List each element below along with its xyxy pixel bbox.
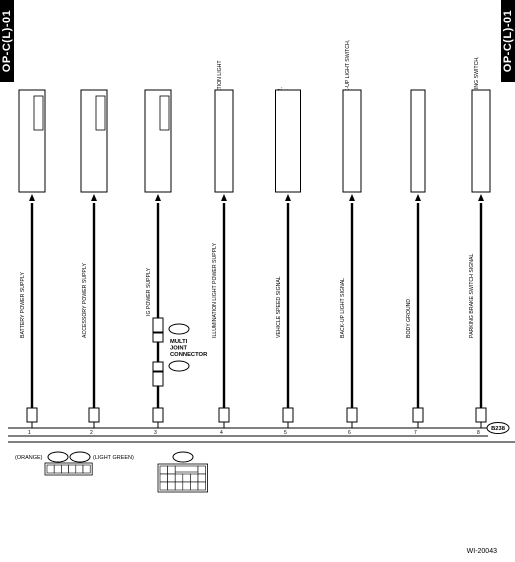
wire-color-tag <box>412 407 424 423</box>
wire-color-tag <box>346 407 358 423</box>
joint-label-line: CONNECTOR <box>170 352 208 358</box>
wire-color-tag <box>26 407 38 423</box>
pin-number: 7 <box>414 430 417 436</box>
legend-pin-cell <box>197 465 206 475</box>
legend-pin-cell <box>68 464 77 474</box>
signal-label: ILLUMINATION LIGHT POWER SUPPLY <box>212 242 218 338</box>
legend-pin-cell <box>46 464 55 474</box>
legend-pin-cell <box>159 465 168 475</box>
reference-box <box>342 89 362 193</box>
figure-id: WI-20043 <box>466 548 497 555</box>
connector-id-oval-bottom <box>168 360 190 372</box>
joint-wire-tag-top <box>152 317 164 333</box>
fuse-block-box <box>159 95 170 131</box>
arrow-icon <box>155 194 161 201</box>
reference-box <box>275 89 301 193</box>
arrow-icon <box>285 194 291 201</box>
connector-id-oval-top <box>168 323 190 335</box>
arrow-icon <box>221 194 227 201</box>
legend-oval-b <box>69 451 91 463</box>
legend-pin-cell <box>174 481 184 491</box>
joint-pin-box-top <box>152 332 164 343</box>
signal-label: PARKING BRAKE SWITCH SIGNAL <box>469 254 475 338</box>
joint-wire-tag-bottom <box>152 371 164 387</box>
wire-color-tag <box>475 407 487 423</box>
legend-pin-cell <box>167 465 176 475</box>
connector-id-main: B238 <box>491 426 506 432</box>
legend-pin-cell <box>182 481 191 491</box>
legend-pin-cell <box>190 481 199 491</box>
wire-color-tag <box>152 407 164 423</box>
signal-label: BODY GROUND <box>406 299 412 338</box>
legend-oval-a <box>47 451 69 463</box>
signal-label: IG POWER SUPPLY <box>146 267 152 316</box>
fuse-block-box <box>95 95 106 131</box>
legend-face-outline-left <box>44 462 93 476</box>
legend-pin-cell <box>53 464 62 474</box>
pin-number: 3 <box>154 430 157 436</box>
wire-color-tag <box>88 407 100 423</box>
wire-color-tag <box>218 407 230 423</box>
arrow-icon <box>29 194 35 201</box>
reference-box <box>410 89 426 193</box>
legend-pin-cell <box>174 473 184 483</box>
legend-face-outline-right <box>157 463 208 493</box>
legend-key-slot <box>174 465 199 473</box>
section-tab-right: OP-C(L)-01 <box>501 0 515 82</box>
section-tab-left: OP-C(L)-01 <box>0 0 14 82</box>
signal-label: BACK-UP LIGHT SIGNAL <box>340 278 346 338</box>
legend-color-green: (LIGHT GREEN) <box>93 455 134 461</box>
arrow-icon <box>349 194 355 201</box>
legend-pin-cell <box>82 464 91 474</box>
legend-pin-cell <box>61 464 69 474</box>
legend-pin-cell <box>159 473 168 483</box>
legend-pin-cell <box>167 473 176 483</box>
connector-id-oval-main <box>486 422 510 434</box>
legend-oval-main <box>172 451 194 463</box>
signal-label: ACCESSORY POWER SUPPLY <box>82 263 88 338</box>
legend-pin-cell <box>197 473 206 483</box>
reference-box <box>471 89 491 193</box>
arrow-icon <box>415 194 421 201</box>
legend-color-orange: (ORANGE) <box>15 455 43 461</box>
pin-number: 5 <box>284 430 287 436</box>
pin-number: 2 <box>90 430 93 436</box>
signal-label: BATTERY POWER SUPPLY <box>20 272 26 338</box>
legend-pin-cell <box>159 481 168 491</box>
arrow-icon <box>91 194 97 201</box>
legend-pin-cell <box>190 473 199 483</box>
joint-pin-box-bottom <box>152 361 164 372</box>
wire-color-tag <box>282 407 294 423</box>
legend-pin-cell <box>75 464 84 474</box>
pin-number: 8 <box>477 430 480 436</box>
fuse-block-box <box>33 95 44 131</box>
joint-label-line: JOINT <box>170 346 188 352</box>
signal-label: VEHICLE SPEED SIGNAL <box>276 276 282 338</box>
legend-pin-cell <box>182 473 191 483</box>
reference-box <box>214 89 234 193</box>
legend-pin-cell <box>167 481 176 491</box>
arrow-icon <box>478 194 484 201</box>
pin-number: 1 <box>28 430 31 436</box>
legend-pin-cell <box>197 481 206 491</box>
pin-number: 4 <box>220 430 223 436</box>
joint-label-line: MULTI <box>170 339 188 345</box>
pin-number: 6 <box>348 430 351 436</box>
